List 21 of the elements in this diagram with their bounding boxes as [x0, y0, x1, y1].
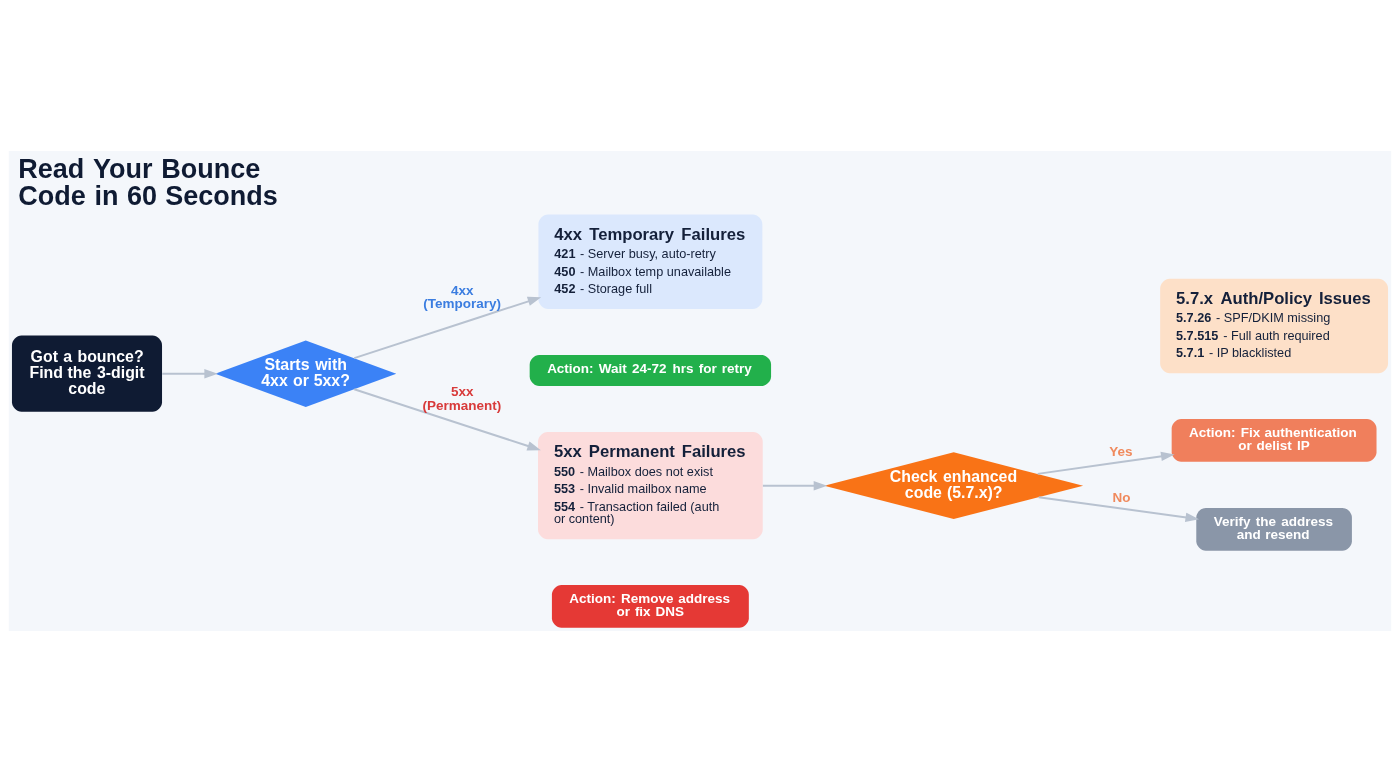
diagram-title: Read Your Bounce Code in 60 Seconds: [18, 153, 278, 211]
arrow: [1036, 451, 1175, 475]
node-box: Got a bounce? Find the 3-digit code: [11, 335, 163, 412]
arrow: [161, 368, 218, 378]
node-box: Action: Wait 24-72 hrs for retry: [529, 354, 772, 386]
node-box: Action: Fix authentication or delist IP: [1171, 418, 1377, 462]
edge-label: Yes: [1109, 443, 1133, 459]
node-box: 4xx Temporary Failures 421 - Server busy, auto-retry 450 - Mailbox temp unavailable 452 - Storage full: [538, 214, 763, 309]
arrow: [761, 480, 828, 490]
node-diamond: Starts with 4xx or 5xx?: [215, 339, 397, 407]
arrow: [1037, 495, 1199, 522]
edge-label: No: [1112, 489, 1131, 505]
node-diamond: Check enhanced code (5.7.x)?: [824, 451, 1084, 519]
node-box: 5xx Permanent Failures 550 - Mailbox does not exist 553 - Invalid mailbox name 554 - Transaction failed (auth or content): [538, 431, 763, 539]
node-box: 5.7.x Auth/Policy Issues 5.7.26 - SPF/DKIM missing 5.7.515 - Full auth required 5.7.1 - IP blacklisted: [1160, 278, 1389, 373]
node-box: Verify the address and resend: [1196, 507, 1352, 551]
edge-label: 4xx (Temporary): [423, 282, 501, 311]
arrow: [353, 296, 542, 359]
arrow: [353, 387, 541, 450]
node-box: Action: Remove address or fix DNS: [551, 584, 749, 628]
edge-label: 5xx (Permanent): [422, 383, 502, 413]
